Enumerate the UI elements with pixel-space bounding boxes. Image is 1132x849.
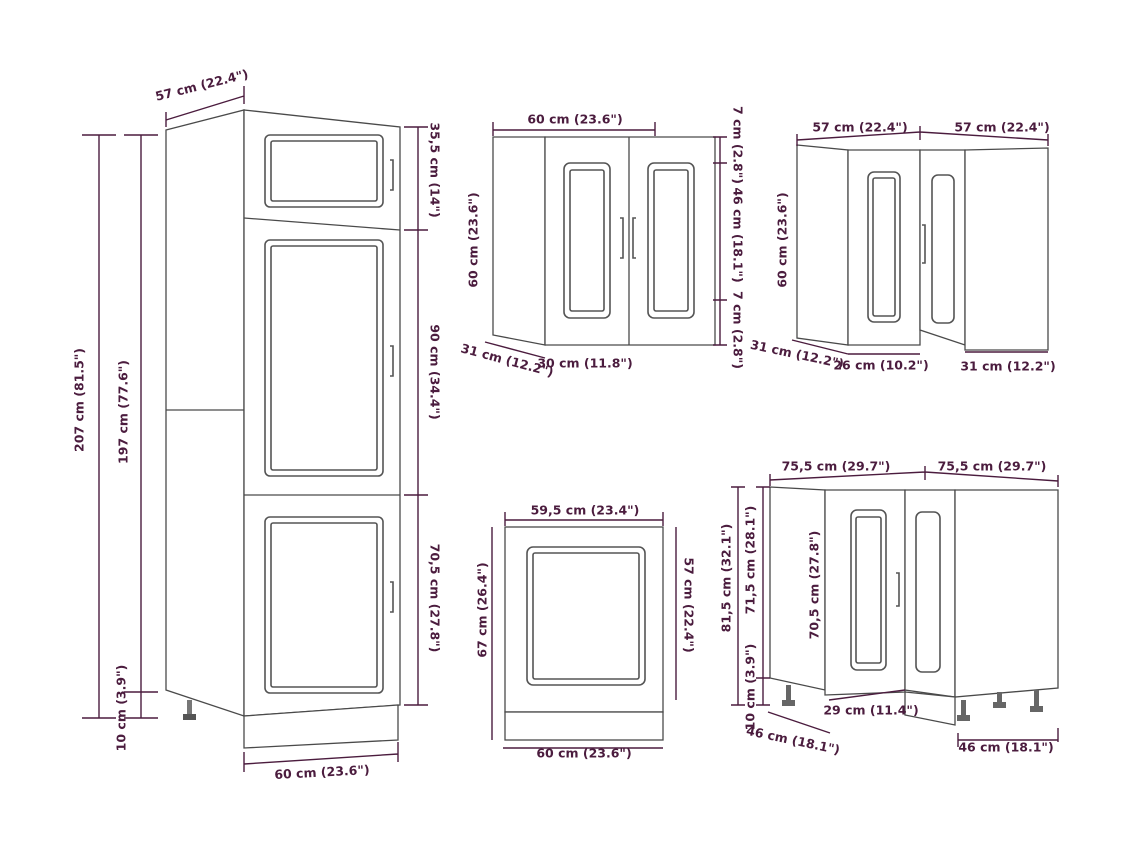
tall-top-door-label: 35,5 cm (14") [428,122,443,217]
tall-middle-door-label: 90 cm (34.4") [428,324,443,419]
handle-icon [620,217,636,259]
base-door-height-label: 57 cm (22.4") [682,557,697,652]
tall-body-height-label: 197 cm (77.6") [116,360,131,464]
corner-wall-door-width-label: 26 cm (10.2") [833,358,928,373]
corner-base-cabinet: 75,5 cm (29.7") 75,5 cm (29.7") 81,5 cm … [719,459,1059,757]
wall-door-panel-label: 46 cm (18.1") [731,187,746,282]
legs [782,685,1043,721]
leg [187,700,192,714]
corner-base-depth-left-label: 46 cm (18.1") [745,723,841,757]
corner-base-depth-right-label: 46 cm (18.1") [958,740,1053,755]
wall-height-label: 60 cm (23.6") [466,192,481,287]
tall-cabinet: 57 cm (22.4") 207 cm (81.5") 197 cm (77.… [72,66,443,782]
tall-cabinet-front [243,109,401,717]
tall-cabinet-side [165,109,245,717]
base-top-width-label: 59,5 cm (23.4") [531,503,640,518]
handle-icon [896,572,900,607]
corner-base-total-height-label: 81,5 cm (32.1") [719,524,734,633]
corner-base-width-right-label: 75,5 cm (29.7") [938,459,1047,474]
corner-base-door-height-label: 70,5 cm (27.8") [807,531,822,640]
tall-width-label: 60 cm (23.6") [274,762,370,782]
corner-base-body-height-label: 71,5 cm (28.1") [743,506,758,615]
wall-bottom-rail-label: 7 cm (2.8") [731,291,746,369]
corner-wall-width-right-label: 57 cm (22.4") [954,120,1049,135]
middle-door-panel [264,239,384,477]
base-width-label: 60 cm (23.6") [536,746,631,761]
corner-base-width-left-label: 75,5 cm (29.7") [782,459,891,474]
corner-wall-height-label: 60 cm (23.6") [775,192,790,287]
tall-cabinet-plinth [243,704,399,749]
corner-wall-depth-right-label: 31 cm (12.2") [960,359,1055,374]
corner-base-door-width-label: 29 cm (11.4") [823,703,918,718]
wall-door-width-label: 30 cm (11.8") [537,356,632,371]
wall-cabinet: 60 cm (23.6") 60 cm (23.6") 7 cm (2.8") … [459,106,745,380]
corner-wall-width-left-label: 57 cm (22.4") [812,120,907,135]
wall-top-rail-label: 7 cm (2.8") [731,106,746,184]
base-cabinet: 59,5 cm (23.4") 67 cm (26.4") 57 cm (22.… [475,503,697,761]
handle-icon [390,159,394,613]
corner-base-plinth-height-label: 10 cm (3.9") [743,644,758,731]
top-door-panel [264,134,384,208]
tall-bottom-door-label: 70,5 cm (27.8") [428,544,443,653]
tall-plinth-height-label: 10 cm (3.9") [114,665,129,752]
corner-wall-cabinet: 57 cm (22.4") 57 cm (22.4") 60 cm (23.6"… [749,120,1056,374]
bottom-door-panel [264,516,384,694]
tall-total-height-label: 207 cm (81.5") [72,348,87,452]
handle-icon [922,224,926,264]
base-height-label: 67 cm (26.4") [475,562,490,657]
wall-width-label: 60 cm (23.6") [527,112,622,127]
